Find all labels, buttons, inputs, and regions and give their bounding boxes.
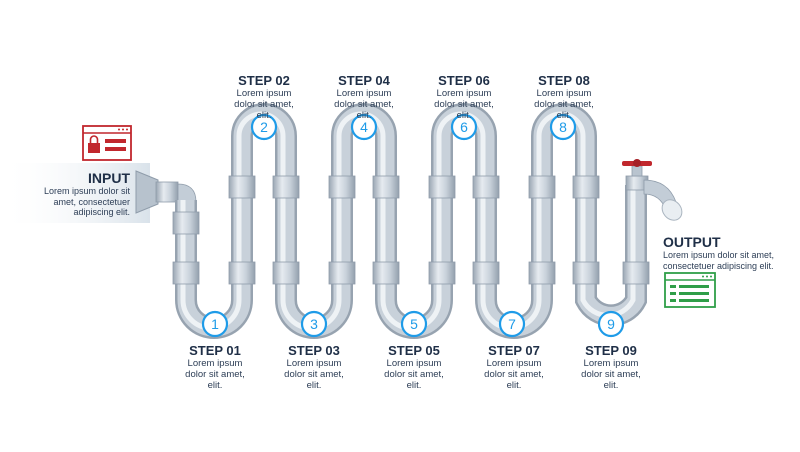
pipe-coupling [372,261,400,285]
pipe-coupling [428,261,456,285]
step-node-number: 7 [508,316,516,332]
pipe-coupling [328,175,356,199]
step-label-07: STEP 07 Lorem ipsum dolor sit amet, elit… [484,343,544,391]
pipe-coupling [622,261,650,285]
step-node-number: 6 [460,119,468,135]
output-block: OUTPUT Lorem ipsum dolor sit amet, conse… [663,234,798,271]
step-node-circle [549,113,577,141]
step-node-7: 7 [498,310,526,338]
step-label-09: STEP 09 Lorem ipsum dolor sit amet, elit… [581,343,641,391]
pipe-coupling [472,175,500,199]
input-desc: Lorem ipsum dolor sit amet, consectetuer… [43,186,130,217]
step-label-08: STEP 08 Lorem ipsum dolor sit amet, elit… [534,73,594,121]
step-node-number: 3 [310,316,318,332]
step-node-number: 1 [211,316,219,332]
lock-window-icon [82,125,132,161]
pipe-coupling [272,175,300,199]
pipe-outer [175,103,647,339]
step-node-circle [201,310,229,338]
step-node-3: 3 [300,310,328,338]
step-node-6: 6 [450,113,478,141]
pipe-couplings [172,175,650,285]
pipe-coupling [272,261,300,285]
step-node-circle [350,113,378,141]
pipe-coupling [228,175,256,199]
input-fade-band [0,163,150,223]
step-node-number: 8 [559,119,567,135]
pipe-coupling [472,261,500,285]
step-node-9: 9 [597,310,625,338]
step-nodes: 1 2 3 4 5 6 7 8 9 [201,113,625,338]
step-node-circle [250,113,278,141]
step-node-circle [300,310,328,338]
output-faucet [622,159,683,221]
step-node-circle [400,310,428,338]
step-node-circle [498,310,526,338]
step-node-number: 9 [607,316,615,332]
pipe-coupling [172,261,200,285]
step-node-1: 1 [201,310,229,338]
pipe-coupling [372,175,400,199]
input-title: INPUT [88,170,130,186]
step-node-circle [450,113,478,141]
input-block: INPUT Lorem ipsum dolor sit amet, consec… [30,170,130,218]
step-label-03: STEP 03 Lorem ipsum dolor sit amet, elit… [284,343,344,391]
output-desc: Lorem ipsum dolor sit amet, consectetuer… [663,250,775,271]
step-node-5: 5 [400,310,428,338]
step-node-circle [597,310,625,338]
step-label-06: STEP 06 Lorem ipsum dolor sit amet, elit… [434,73,494,121]
step-node-number: 4 [360,119,368,135]
pipe-coupling [572,261,600,285]
step-label-01: STEP 01 Lorem ipsum dolor sit amet, elit… [185,343,245,391]
step-label-02: STEP 02 Lorem ipsum dolor sit amet, elit… [234,73,294,121]
step-node-4: 4 [350,113,378,141]
list-window-icon [664,272,716,308]
pipe-coupling [428,175,456,199]
step-node-2: 2 [250,113,278,141]
pipe-coupling [528,175,556,199]
step-label-05: STEP 05 Lorem ipsum dolor sit amet, elit… [384,343,444,391]
pipe-coupling [228,261,256,285]
pipe-highlight [180,111,636,331]
pipe-coupling [528,261,556,285]
pipe-coupling [328,261,356,285]
pipe-coupling [172,211,200,235]
step-label-04: STEP 04 Lorem ipsum dolor sit amet, elit… [334,73,394,121]
output-title: OUTPUT [663,234,721,250]
step-node-number: 2 [260,119,268,135]
pipe-body [177,105,645,337]
pipe-coupling [572,175,600,199]
step-node-8: 8 [549,113,577,141]
step-node-number: 5 [410,316,418,332]
